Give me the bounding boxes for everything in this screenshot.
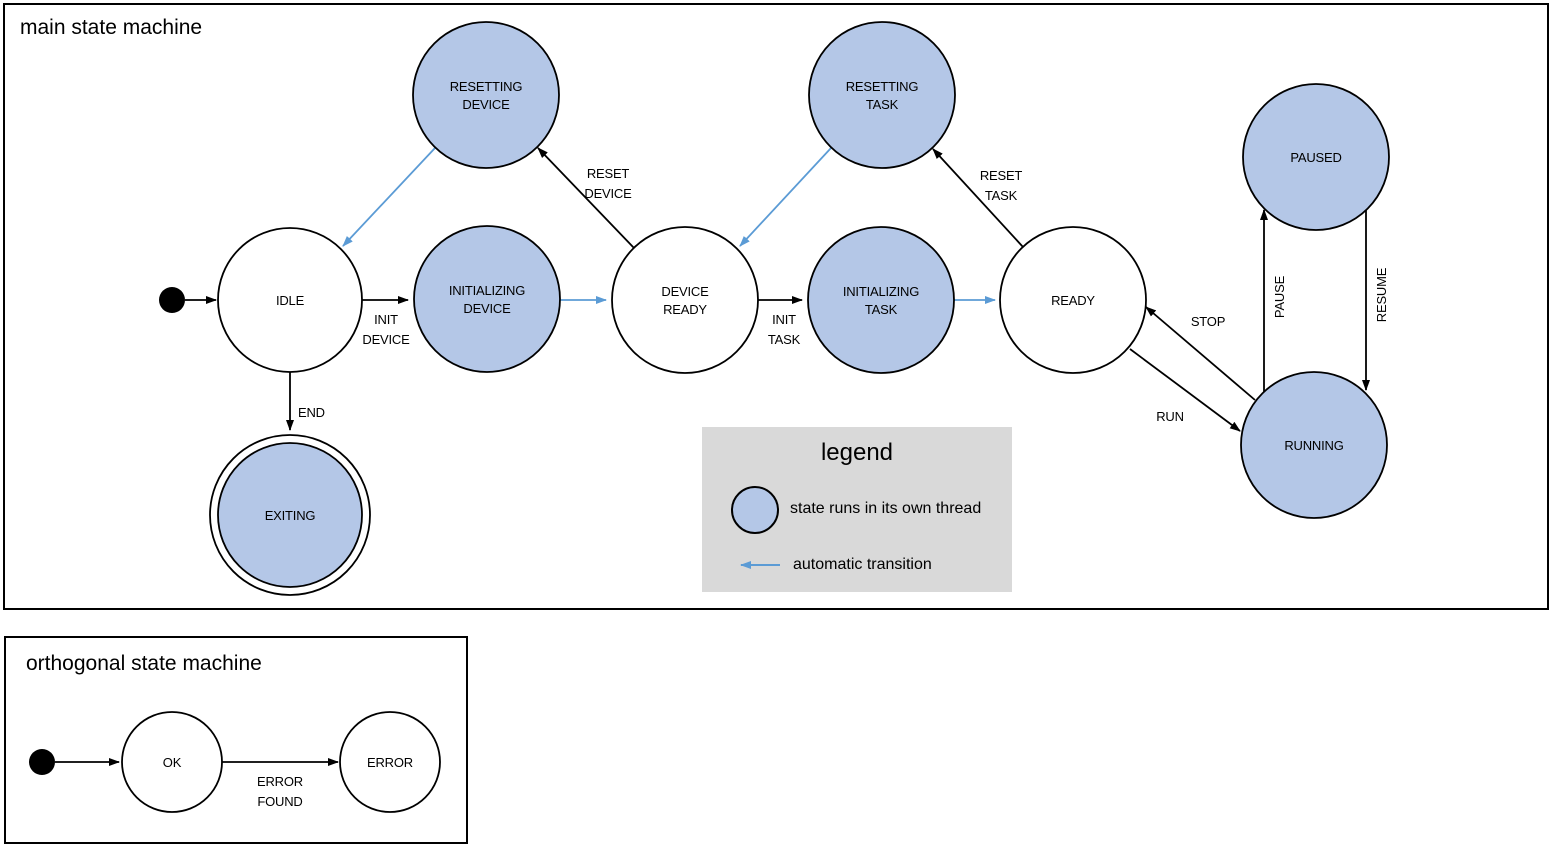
state-ok: OK: [121, 711, 223, 813]
state-circle: [217, 442, 363, 588]
state-label: ERROR: [367, 755, 413, 770]
transition-ready-to-running: RUN: [1129, 348, 1241, 432]
auto-transition-arrow: [342, 147, 436, 247]
state-circle: [611, 226, 759, 374]
state-label: PAUSED: [1290, 150, 1341, 165]
transition-paused-to-running: RESUME: [1362, 210, 1389, 391]
state-label: READY: [1051, 293, 1095, 308]
state-circle: [217, 227, 363, 373]
transition-label: END: [298, 405, 325, 420]
transition-resetting-task-to-device-ready: [739, 147, 832, 247]
orthogonal-machine-frame: [4, 636, 468, 844]
transition-running-to-paused: PAUSE: [1260, 209, 1287, 392]
state-ortho-start: [29, 749, 55, 775]
transition-arrow: [1129, 348, 1241, 432]
state-start: [159, 287, 185, 313]
state-idle: IDLE: [217, 227, 363, 373]
transition-label: PAUSE: [1272, 275, 1287, 318]
main-machine-frame: [3, 3, 1549, 610]
legend-item-auto-transition-label: automatic transition: [793, 556, 932, 573]
transition-arrow: [1145, 306, 1256, 401]
state-circle: [121, 711, 223, 813]
state-label: EXITING: [265, 508, 316, 523]
transition-resetting-device-to-idle: [342, 147, 436, 247]
transition-arrow: [932, 148, 1024, 248]
legend-item-thread-state-label: state runs in its own thread: [790, 500, 982, 517]
legend-thread-state-circle-icon: [731, 486, 779, 534]
state-circle: [808, 21, 956, 169]
transition-running-to-ready: STOP: [1145, 306, 1256, 401]
state-label: RUNNING: [1284, 438, 1343, 453]
initial-state-dot: [159, 287, 185, 313]
state-label: IDLE: [276, 293, 305, 308]
state-circle: [413, 225, 561, 373]
transition-label: RESUME: [1374, 267, 1389, 322]
state-running: RUNNING: [1240, 371, 1388, 519]
state-circle: [1242, 83, 1390, 231]
state-circle: [999, 226, 1147, 374]
state-label: OK: [163, 755, 182, 770]
state-circle: [412, 21, 560, 169]
orthogonal-machine-title: orthogonal state machine: [26, 652, 262, 675]
transition-arrow: [537, 147, 635, 249]
state-circle: [339, 711, 441, 813]
state-paused: PAUSED: [1242, 83, 1390, 231]
legend-title: legend: [820, 439, 894, 466]
auto-transition-arrow: [739, 147, 832, 247]
initial-state-dot: [29, 749, 55, 775]
main-machine-title: main state machine: [20, 16, 203, 39]
transition-idle-to-exiting: END: [286, 372, 325, 431]
state-error: ERROR: [339, 711, 441, 813]
state-ready: READY: [999, 226, 1147, 374]
transition-label: STOP: [1191, 314, 1225, 329]
state-circle: [1240, 371, 1388, 519]
state-circle: [807, 226, 955, 374]
transition-label: RUN: [1156, 409, 1184, 424]
state-exiting: EXITING: [209, 434, 371, 596]
